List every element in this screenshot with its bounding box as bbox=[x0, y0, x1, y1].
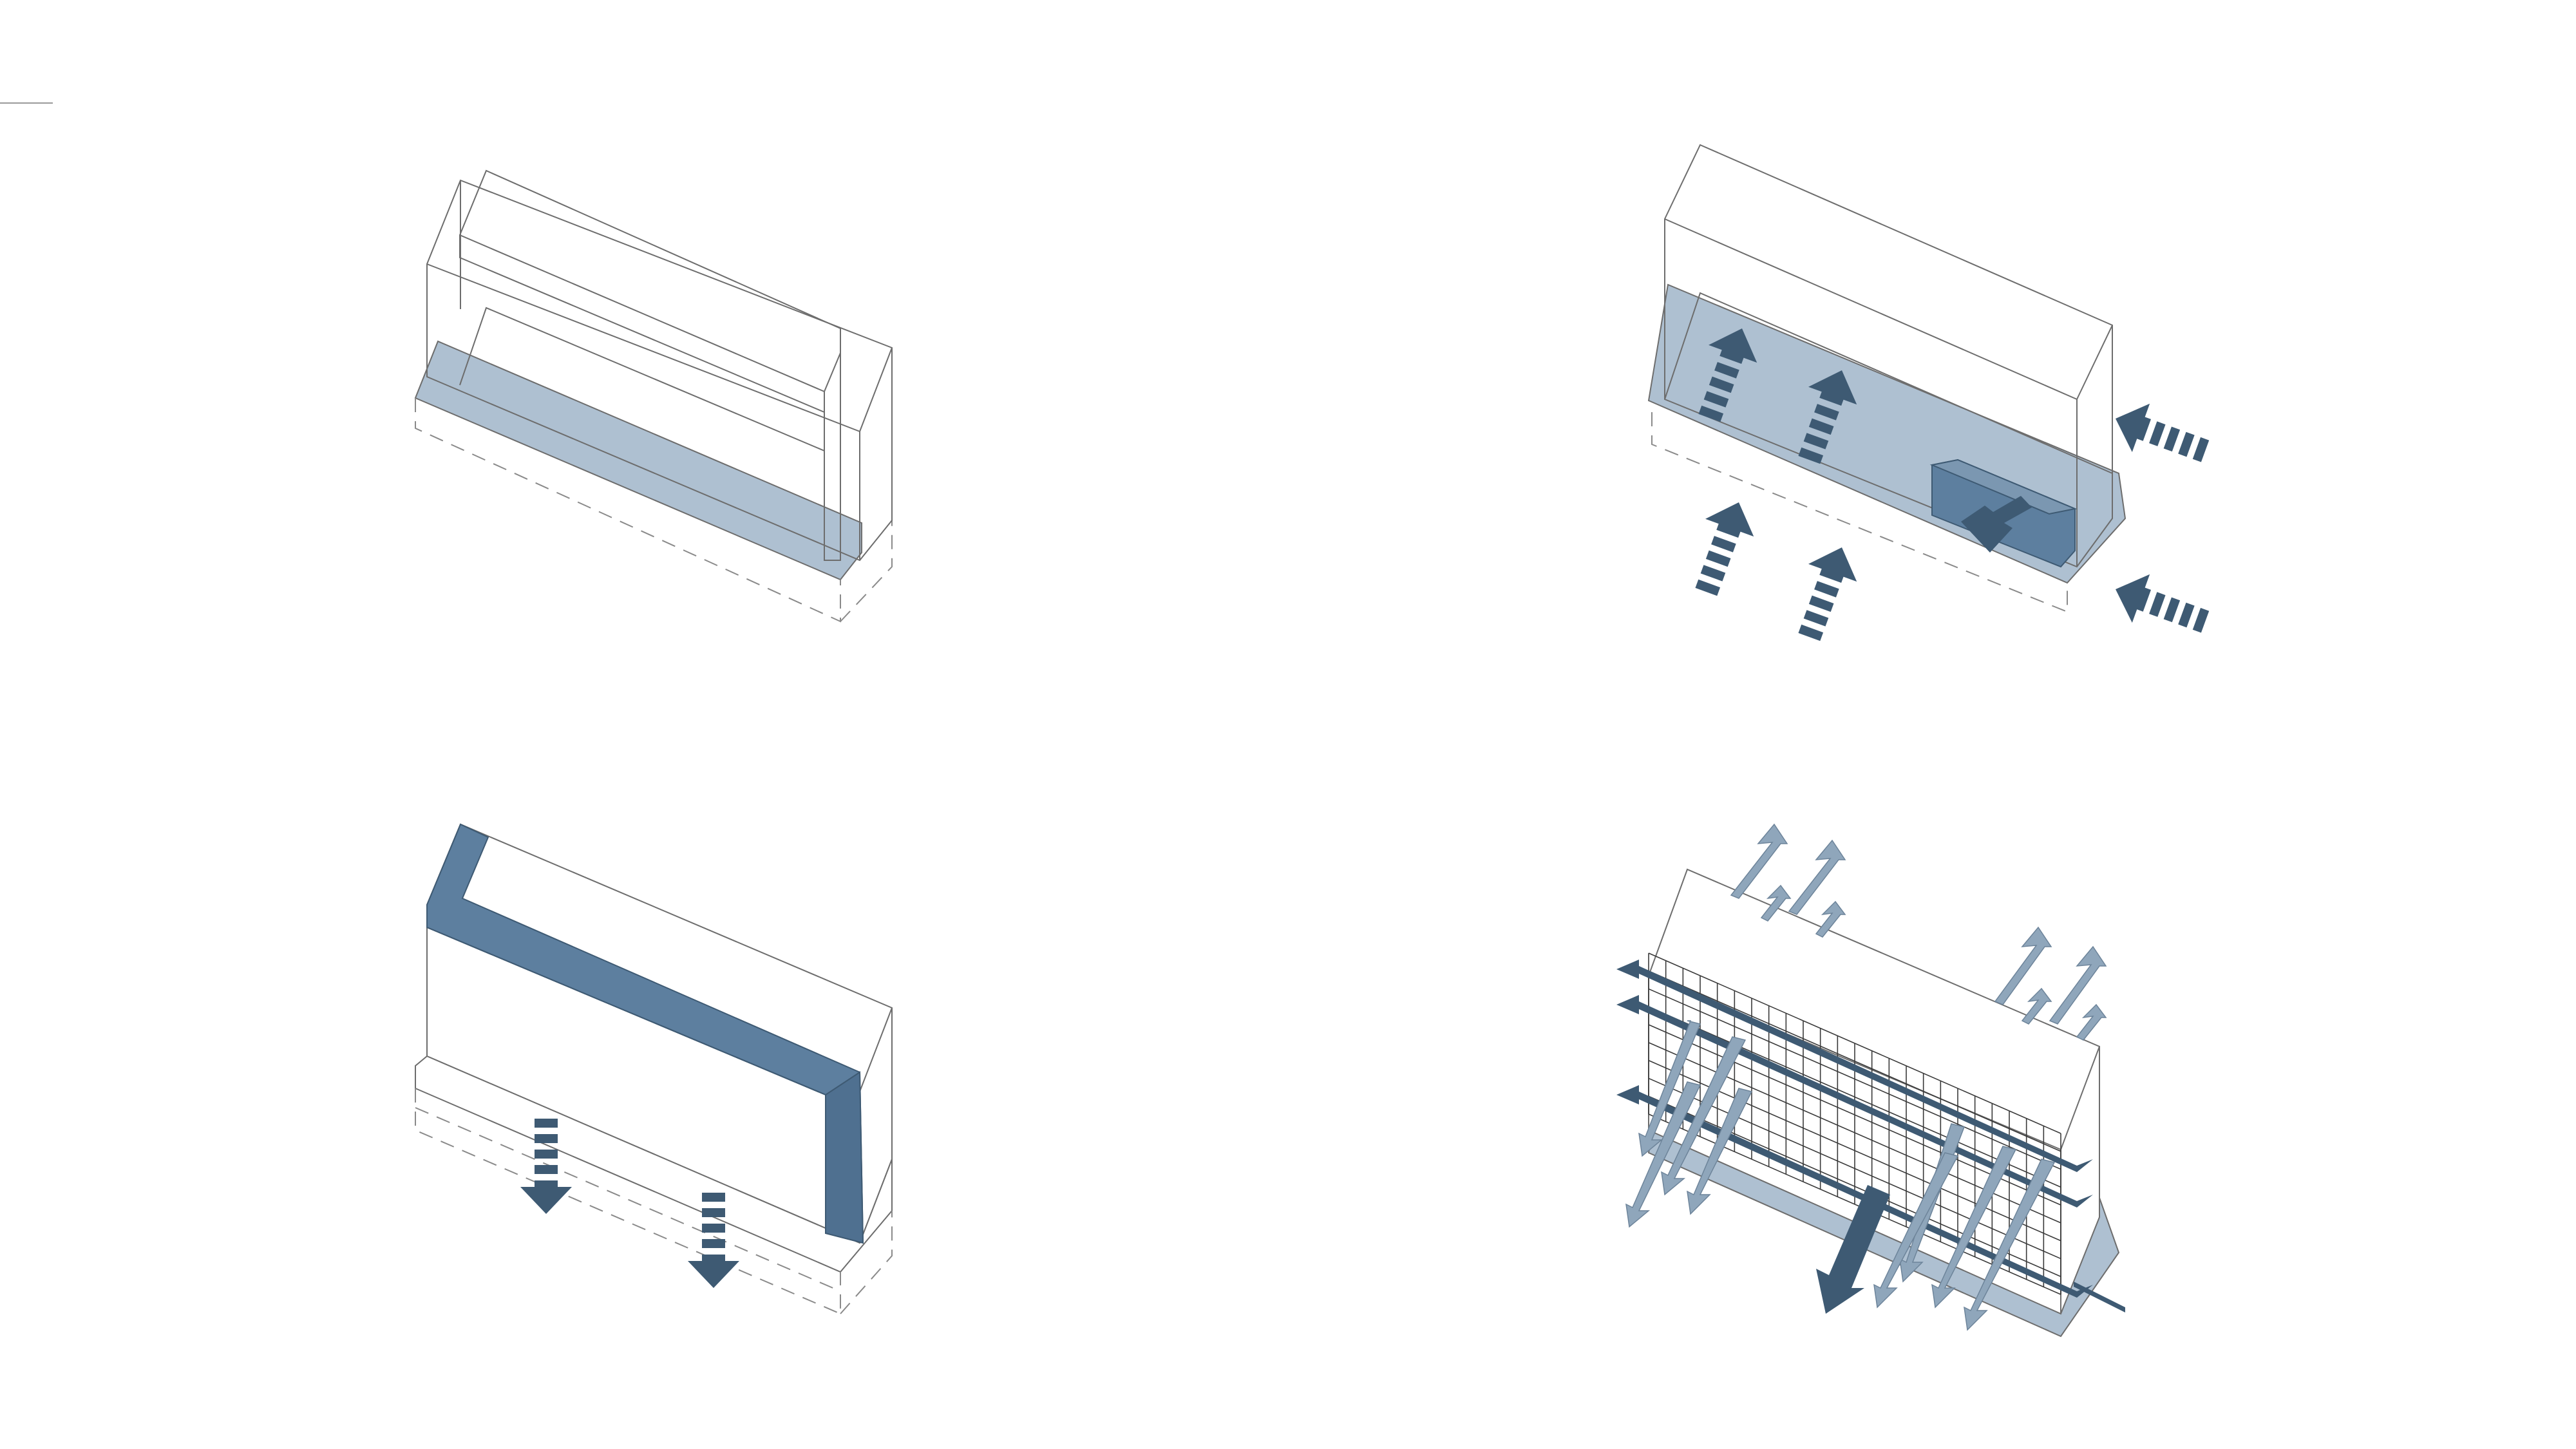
inward-arrow-icon bbox=[2107, 394, 2214, 476]
dashed-foundation bbox=[415, 398, 841, 623]
grid-line bbox=[1648, 1077, 2061, 1260]
up-arrow-icon bbox=[1816, 1185, 1890, 1314]
grid-line bbox=[1648, 971, 2061, 1152]
panel-top-right bbox=[1647, 144, 2214, 647]
panel-top-left bbox=[414, 169, 893, 623]
grid-line bbox=[1648, 988, 2061, 1170]
panel-bottom-left bbox=[415, 823, 893, 1315]
transparent-volume bbox=[1664, 144, 2113, 568]
inward-arrow-icon bbox=[1681, 493, 1763, 601]
blue-l-frame bbox=[426, 823, 864, 1244]
inward-arrow-icon bbox=[1785, 538, 1866, 646]
grid-line bbox=[1648, 1006, 2061, 1188]
down-arrow-icon bbox=[1961, 496, 2032, 553]
inward-arrow-icon bbox=[2107, 565, 2214, 647]
diagonal-arrow-icon bbox=[1625, 823, 2107, 1331]
grid-line bbox=[1648, 952, 2061, 1134]
l-frame-outline bbox=[459, 169, 841, 561]
panel-bottom-right bbox=[1616, 823, 2125, 1338]
grid-line bbox=[1648, 1095, 2061, 1277]
transparent-volume bbox=[426, 179, 893, 562]
dashed-foundation bbox=[1651, 412, 2068, 613]
light-blue-base-slab bbox=[414, 340, 862, 581]
